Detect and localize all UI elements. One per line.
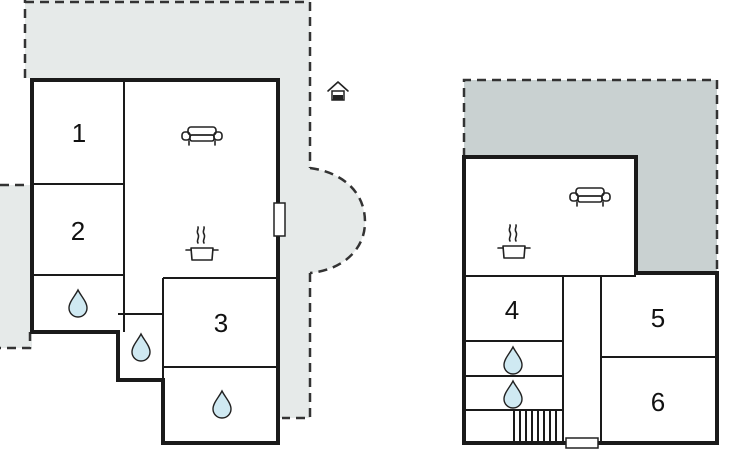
water-drop-icon [503, 346, 523, 375]
water-drop-icon [68, 289, 88, 318]
window-icon [565, 437, 599, 449]
water-drop-icon [131, 333, 151, 362]
room-label-3: 3 [214, 308, 228, 338]
room-label-2: 2 [71, 216, 85, 246]
room-label-5: 5 [651, 303, 665, 333]
sofa-icon [181, 126, 223, 146]
floor-1-interior-walls [32, 80, 278, 380]
house-entrance-icon [327, 81, 349, 101]
stairs-icon [513, 411, 557, 443]
water-drop-icon [212, 390, 232, 419]
room-label-1: 1 [72, 118, 86, 148]
room-label-6: 6 [651, 387, 665, 417]
roof-area [462, 78, 719, 273]
room-label-4: 4 [505, 295, 519, 325]
cooking-pot-icon [185, 226, 219, 261]
fireplace-icon [273, 202, 286, 237]
cooking-pot-icon [497, 224, 531, 259]
floor-1-outer-wall [30, 78, 280, 445]
floor-2-interior-walls [464, 275, 717, 443]
water-drop-icon [503, 380, 523, 409]
floor-1: 1 2 3 [0, 0, 367, 445]
terrace-area [0, 0, 367, 420]
sofa-icon [569, 187, 611, 207]
floor-2: 4 5 6 [462, 78, 719, 449]
floor-2-outer-wall [462, 155, 719, 445]
